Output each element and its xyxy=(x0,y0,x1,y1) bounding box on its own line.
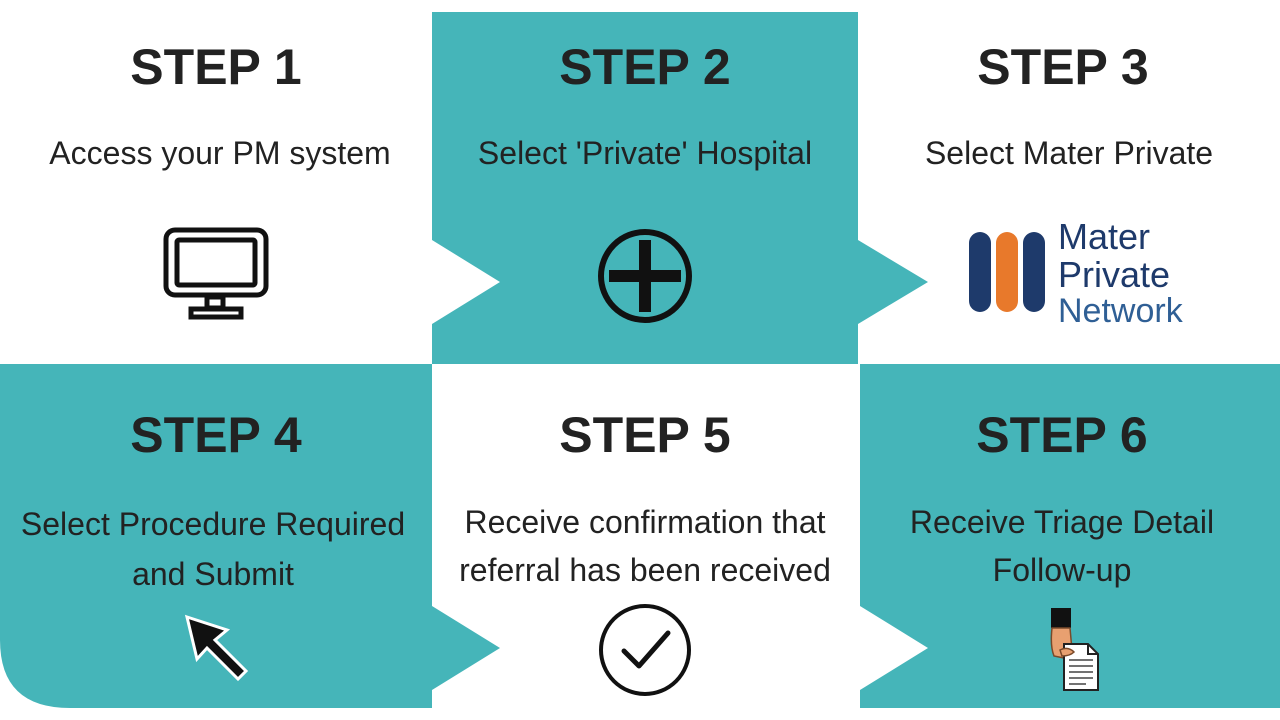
step-5-title: STEP 5 xyxy=(559,407,731,463)
step-5-description: Receive confirmation that referral has b… xyxy=(432,504,858,588)
step-2-panel xyxy=(432,12,928,364)
step-4-title: STEP 4 xyxy=(130,407,302,463)
step-3-title: STEP 3 xyxy=(977,39,1149,95)
step-6-title: STEP 6 xyxy=(976,407,1148,463)
logo-word-private: Private xyxy=(1058,254,1171,295)
monitor-icon xyxy=(163,227,269,320)
checkmark-circle-icon xyxy=(599,604,691,696)
plus-circle-icon xyxy=(598,229,692,323)
cursor-arrow-icon xyxy=(184,614,249,682)
step-6-panel xyxy=(860,364,1280,708)
step-4-description-line-1: Select Procedure Required xyxy=(20,506,406,542)
step-3-description-line: Select Mater Private xyxy=(924,135,1214,171)
step-5-description-line-2: referral has been received xyxy=(459,552,831,588)
step-2-description: Select 'Private' Hospital xyxy=(432,135,858,171)
step-6-description-line-2: Follow-up xyxy=(992,552,1132,588)
step-3-description: Select Mater Private xyxy=(858,135,1280,171)
hand-document-icon xyxy=(1050,608,1099,691)
step-4-description: Select Procedure Required and Submit xyxy=(0,506,426,592)
step-6-description-line-1: Receive Triage Detail xyxy=(909,504,1215,540)
step-4-description-line-2: and Submit xyxy=(132,556,294,592)
logo-bars-icon xyxy=(969,232,1045,312)
logo-word-network: Network xyxy=(1058,292,1183,330)
step-2-title: STEP 2 xyxy=(559,39,731,95)
mater-private-logo: Mater Private Network xyxy=(966,216,1206,330)
logo-word-mater: Mater xyxy=(1058,216,1151,257)
step-5-description-line-1: Receive confirmation that xyxy=(464,504,826,540)
step-6-description: Receive Triage Detail Follow-up xyxy=(860,504,1264,588)
step-4-panel xyxy=(0,364,500,708)
step-1-description-line: Access your PM system xyxy=(49,135,391,171)
step-2-description-line: Select 'Private' Hospital xyxy=(477,135,813,171)
step-1-title: STEP 1 xyxy=(130,39,302,95)
step-1-description: Access your PM system xyxy=(0,135,440,171)
